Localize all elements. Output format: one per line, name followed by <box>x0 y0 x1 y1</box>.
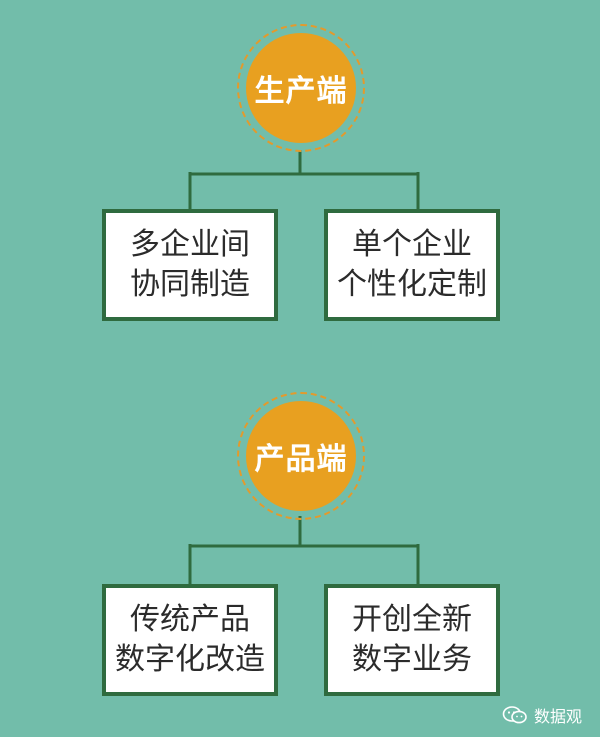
box-line: 协同制造 <box>130 267 250 302</box>
box-line: 数字化改造 <box>115 642 265 677</box>
box-line: 传统产品 <box>130 602 250 637</box>
box-line: 数字业务 <box>352 642 472 677</box>
box-new-digital-business: 开创全新 数字业务 <box>324 584 500 696</box>
hub-production-label: 生产端 <box>254 74 348 109</box>
hub-product-ring: 产品端 <box>237 392 365 520</box>
hub-production-ring: 生产端 <box>237 24 365 152</box>
connector-product <box>188 516 420 584</box>
box-traditional-product: 传统产品 数字化改造 <box>102 584 278 696</box>
connector-production <box>188 150 420 212</box>
watermark: 数据观 <box>502 703 582 727</box>
watermark-text: 数据观 <box>533 707 582 726</box>
hub-product-label: 产品端 <box>254 442 348 477</box>
box-line: 单个企业 <box>352 227 472 262</box>
box-line: 开创全新 <box>352 602 472 637</box>
hub-production: 生产端 <box>246 33 356 143</box>
hub-product: 产品端 <box>246 401 356 511</box>
box-multi-enterprise: 多企业间 协同制造 <box>102 209 278 321</box>
wechat-icon <box>502 706 527 724</box>
box-single-enterprise: 单个企业 个性化定制 <box>324 209 500 321</box>
box-line: 个性化定制 <box>337 267 487 302</box>
box-line: 多企业间 <box>130 227 250 262</box>
